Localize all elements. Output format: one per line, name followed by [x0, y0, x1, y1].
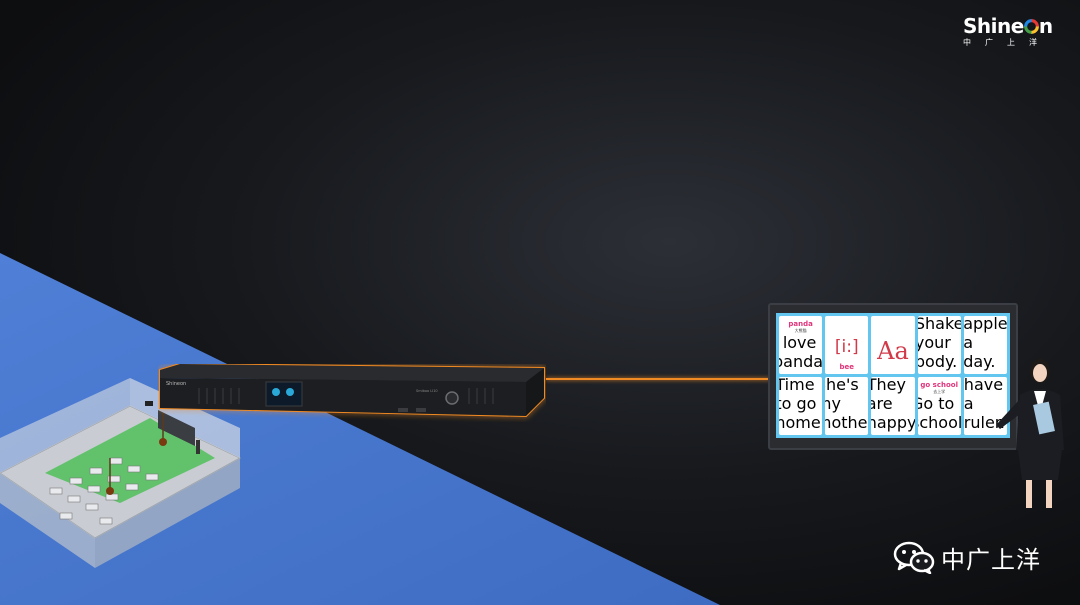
display-card: mother母亲/妈妈She's my mother.: [825, 377, 869, 435]
wechat-watermark: 中广上洋: [893, 537, 1041, 577]
display-card: Aa: [871, 316, 915, 374]
wechat-icon: [893, 541, 935, 574]
interactive-display: panda大熊猫I love panda. [i:] bee Aa body身体Shak…: [768, 303, 1018, 450]
teacher-figure: [996, 359, 1064, 508]
card-cn: 去上学: [933, 389, 946, 394]
display-card: happy高兴的They are happy.: [871, 377, 915, 435]
card-sentence: Go to school.: [918, 394, 961, 432]
display-card: apple苹果An apple a day.: [963, 316, 1007, 374]
card-sentence: Time to go home.: [779, 377, 822, 432]
display-card: go home回家Time to go home.: [779, 377, 823, 435]
display-card: body身体Shake your body.: [917, 316, 961, 374]
card-word: panda: [788, 320, 813, 328]
card-picture: [779, 316, 822, 320]
logo-subtitle: 中广上洋: [963, 38, 1051, 47]
logo-word-b: n: [1038, 14, 1053, 38]
card-cn: 大熊猫: [794, 328, 807, 333]
card-picture: [918, 377, 961, 381]
logo-ring-icon: [1023, 19, 1039, 34]
recorder-device: Shineon Smiboo LI10: [159, 364, 545, 418]
card-word: bee: [839, 363, 855, 371]
card-sentence: Shake your body.: [917, 316, 961, 371]
card-word: go school: [920, 381, 958, 389]
display-card: panda大熊猫I love panda.: [779, 316, 823, 374]
display-card: ruler尺子I have a ruler.: [963, 377, 1007, 435]
display-card: [i:] bee: [825, 316, 869, 374]
card-big-text: Aa: [877, 337, 909, 365]
device-model-label: Smiboo LI10: [416, 389, 438, 393]
display-card: go school去上学Go to school.: [917, 377, 961, 435]
card-sentence: An apple a day.: [963, 316, 1007, 371]
card-sentence: I have a ruler.: [963, 377, 1005, 432]
watermark-text: 中广上洋: [941, 545, 1041, 574]
device-front-label: Shineon: [166, 381, 186, 387]
card-sentence: She's my mother.: [825, 377, 868, 432]
display-content-grid: panda大熊猫I love panda. [i:] bee Aa body身体Shak…: [776, 313, 1010, 438]
connection-line: [546, 378, 770, 380]
card-big-text: [i:]: [834, 337, 859, 357]
logo-word-a: Shine: [963, 14, 1024, 38]
card-sentence: I love panda.: [779, 333, 823, 371]
classroom-illustration: [0, 378, 242, 568]
card-sentence: They are happy.: [871, 377, 915, 432]
